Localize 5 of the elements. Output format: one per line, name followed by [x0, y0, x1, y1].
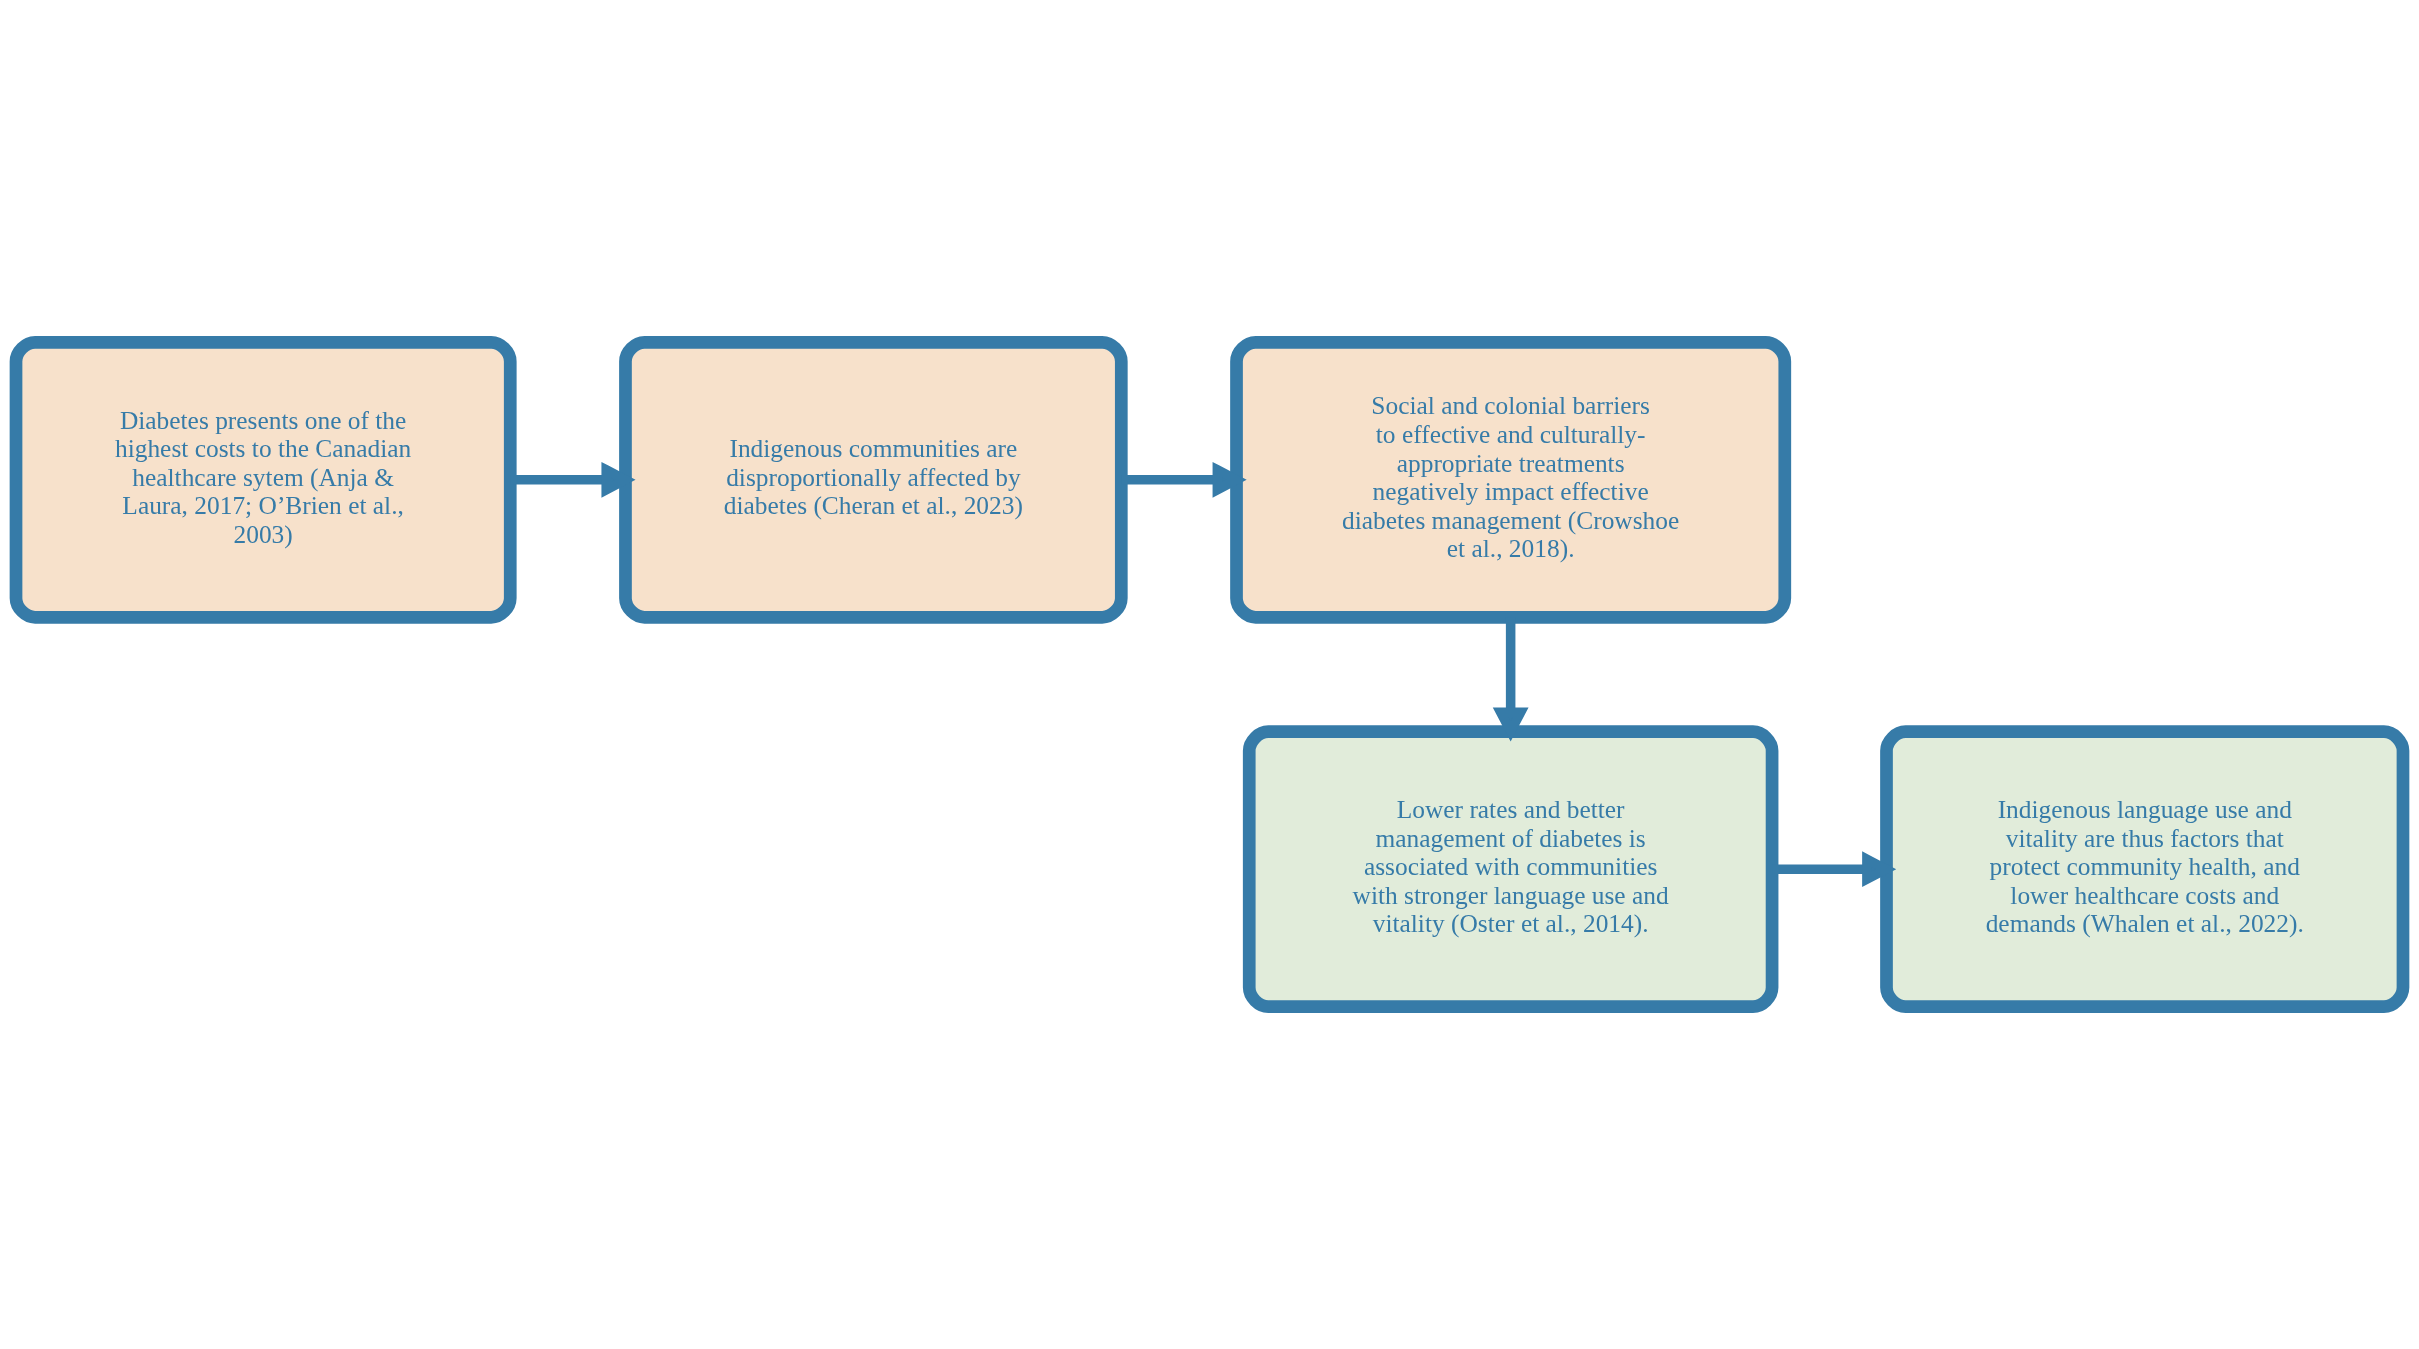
node-box: Indigenous language use and vitality are thus factors that protect community health, and lower healthcare costs and demands (Whalen et al., 2022).: [1880, 725, 2410, 1013]
node-box: Indigenous communities are disproportionally affected by diabetes (Cheran et al., 2023): [619, 336, 1128, 624]
node-box: Lower rates and better management of diabetes is associated with communities with stronger language use and vitality (Oster et al., 2014).: [1242, 725, 1779, 1013]
node-box: Diabetes presents one of the highest costs to the Canadian healthcare sytem (Anja & Laura, 2017; O’Brien et al., 2003): [9, 336, 517, 624]
node-box: Social and colonial barriers to effective and culturally-appropriate treatments negatively impact effective diabetes management (Crowshoe et al., 2018).: [1230, 336, 1792, 624]
